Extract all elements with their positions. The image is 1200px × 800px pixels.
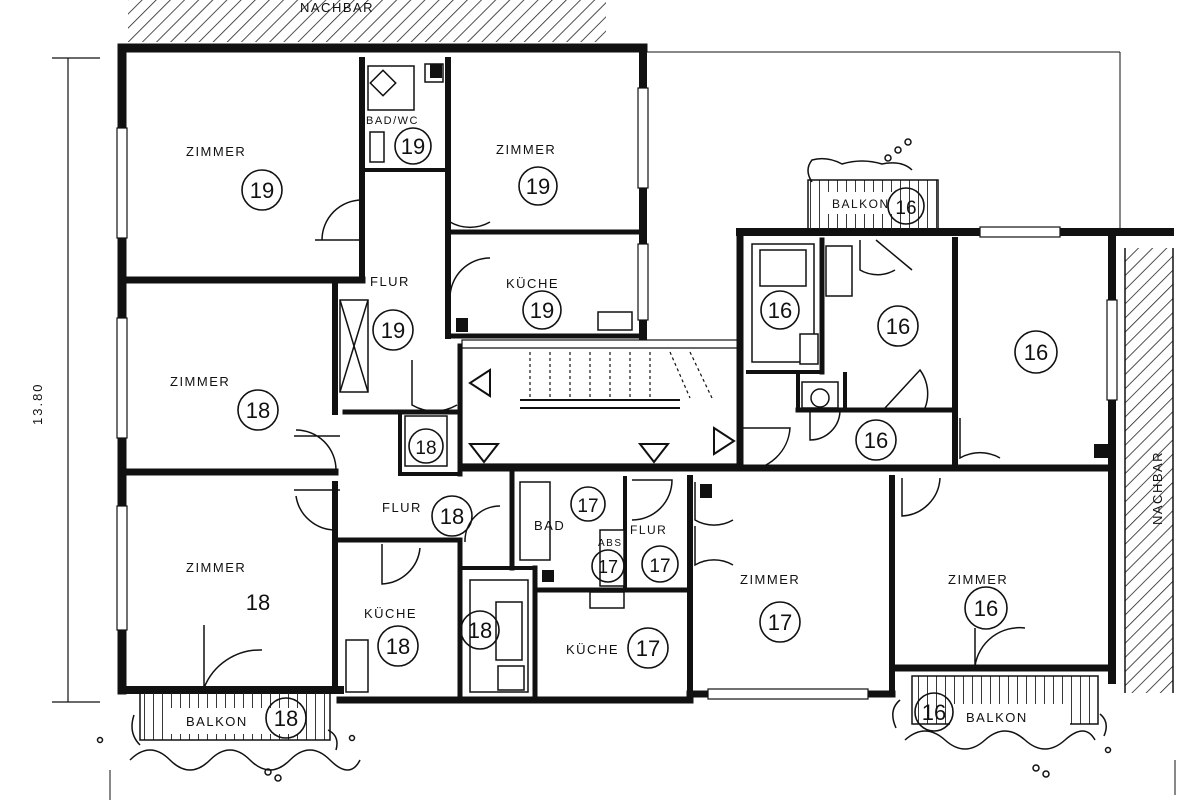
staircase <box>461 339 739 465</box>
unit-number-18: 18 <box>468 618 492 643</box>
unit-number-16: 16 <box>974 596 998 621</box>
planting-decor <box>96 138 1112 782</box>
room-label-flur: FLUR <box>630 523 667 537</box>
neighbor-top-label: NACHBAR <box>300 0 374 15</box>
neighbor-right-hatch <box>1125 248 1173 693</box>
unit-number-18: 18 <box>246 590 270 615</box>
room-label-balkon: BALKON <box>186 714 248 729</box>
unit-number-18: 18 <box>274 706 298 731</box>
unit-number-17: 17 <box>649 556 670 577</box>
room-label-abs: ABS <box>598 538 623 549</box>
unit-number-19: 19 <box>401 134 425 159</box>
room-label-kueche: KÜCHE <box>566 642 619 657</box>
room-label-zimmer: ZIMMER <box>170 374 230 389</box>
room-label-kueche: KÜCHE <box>506 276 559 291</box>
room-label-zimmer: ZIMMER <box>740 572 800 587</box>
unit-number-19: 19 <box>530 298 554 323</box>
room-label-flur: FLUR <box>382 500 422 515</box>
room-label-balkon: BALKON <box>832 197 890 211</box>
room-label-zimmer: ZIMMER <box>186 144 246 159</box>
unit-number-17: 17 <box>598 557 618 577</box>
unit-number-18: 18 <box>440 504 464 529</box>
unit-number-16: 16 <box>1024 340 1048 365</box>
columns <box>430 64 1108 582</box>
unit-number-17: 17 <box>768 610 792 635</box>
room-label-bad: BAD <box>534 518 565 533</box>
unit-number-18: 18 <box>415 438 436 459</box>
unit-number-17: 17 <box>577 496 598 517</box>
unit-number-18: 18 <box>386 634 410 659</box>
room-label-balkon: BALKON <box>966 710 1028 725</box>
unit-number-16: 16 <box>922 700 946 725</box>
unit-number-19: 19 <box>381 318 405 343</box>
unit-number-18: 18 <box>246 398 270 423</box>
unit-number-19: 19 <box>250 178 274 203</box>
room-label-zimmer: ZIMMER <box>496 142 556 157</box>
room-label-kueche: KÜCHE <box>364 606 417 621</box>
unit-number-17: 17 <box>636 636 660 661</box>
unit-number-16: 16 <box>768 298 792 323</box>
dimension-line <box>52 57 100 703</box>
unit-number-16: 16 <box>886 314 910 339</box>
windows <box>116 87 1118 700</box>
room-label-flur: FLUR <box>370 274 410 289</box>
room-label-zimmer: ZIMMER <box>186 560 246 575</box>
neighbor-right-label: NACHBAR <box>1150 451 1165 525</box>
room-label-bad-wc: BAD/WC <box>366 115 419 127</box>
neighbor-top-hatch <box>128 0 606 42</box>
unit-number-16: 16 <box>895 198 916 219</box>
doors <box>203 182 1026 689</box>
dimension-label: 13.80 <box>30 382 45 425</box>
unit-number-16: 16 <box>864 428 888 453</box>
unit-markers <box>237 127 1058 739</box>
room-label-zimmer: ZIMMER <box>948 572 1008 587</box>
unit-number-19: 19 <box>526 174 550 199</box>
